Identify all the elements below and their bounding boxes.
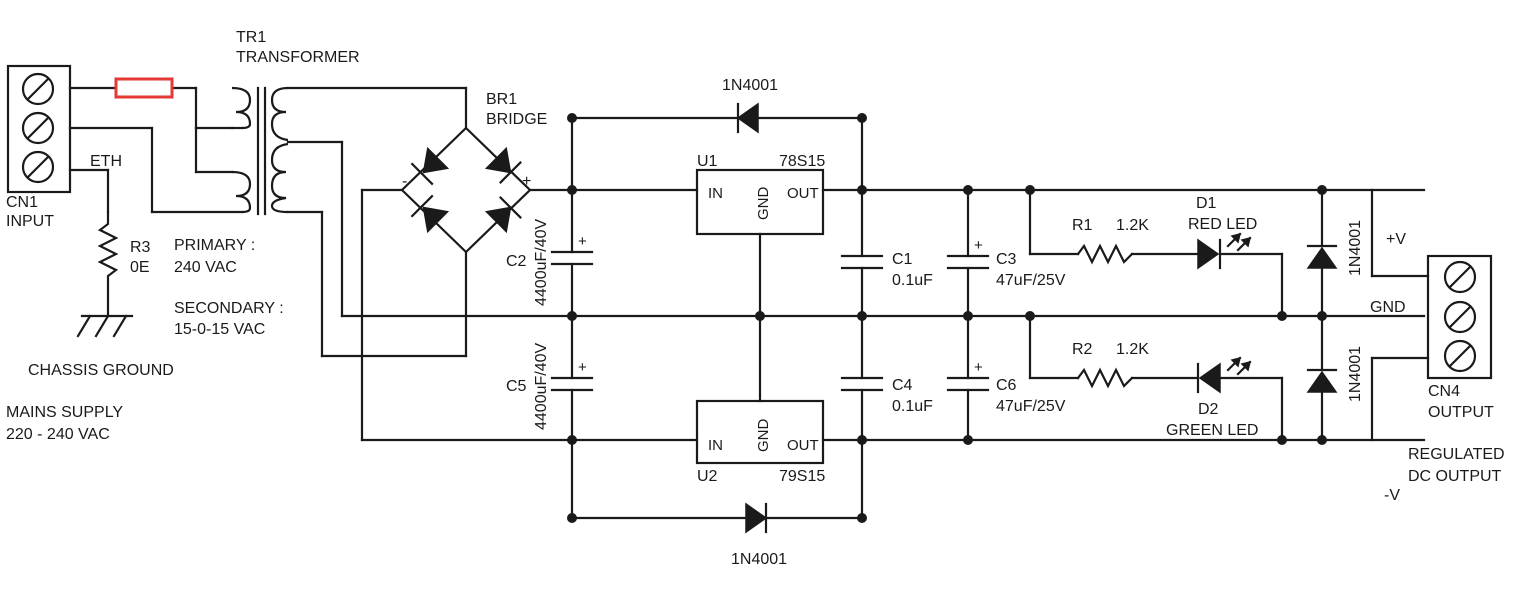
c5-label: C5 [506, 378, 527, 395]
c2-label: C2 [506, 253, 527, 270]
primary-value: 240 VAC [174, 259, 237, 276]
u2-part: 79S15 [779, 468, 825, 485]
capacitor-c6 [946, 314, 990, 442]
c3-plus: + [974, 237, 983, 254]
secondary-label: SECONDARY : [174, 300, 284, 317]
cn1-label: CN1 [6, 194, 38, 211]
output-wires [1370, 188, 1430, 442]
c6-plus: + [974, 359, 983, 376]
output-diode-bottom-label: 1N4001 [1347, 346, 1364, 402]
u1-part: 78S15 [779, 153, 825, 170]
eth-label: ETH [90, 153, 122, 170]
chassis-ground-symbol [76, 314, 134, 338]
u2-label: U2 [697, 468, 718, 485]
secondary-wires [286, 86, 1426, 358]
u1-pin-out: OUT [787, 185, 819, 202]
d1-label: D1 [1196, 195, 1217, 212]
r3-value: 0E [130, 259, 150, 276]
r1-value: 1.2K [1116, 217, 1149, 234]
diode-bottom-label: 1N4001 [731, 551, 787, 568]
capacitor-c1 [840, 188, 884, 318]
rail-wires [360, 188, 1426, 442]
bridge-rectifier-br1 [400, 126, 532, 254]
output-diode-top [1306, 188, 1338, 318]
c1-value: 0.1uF [892, 272, 933, 289]
r2-d2-branch [1028, 314, 1284, 442]
r3-resistor [97, 210, 119, 318]
plus-v-label: +V [1386, 231, 1406, 248]
r1-d1-branch [1028, 188, 1284, 318]
c3-value: 47uF/25V [996, 272, 1066, 289]
c6-value: 47uF/25V [996, 398, 1066, 415]
br1-label: BR1 [486, 91, 517, 108]
capacitor-c5 [550, 314, 594, 442]
d2-desc: GREEN LED [1166, 422, 1258, 439]
c1-label: C1 [892, 251, 913, 268]
cn1-input-label: INPUT [6, 213, 54, 230]
secondary-value: 15-0-15 VAC [174, 321, 265, 338]
output-diode-top-label: 1N4001 [1347, 220, 1364, 276]
diode-top-label: 1N4001 [722, 77, 778, 94]
transformer-label: TRANSFORMER [236, 49, 360, 66]
minus-v-label: -V [1384, 487, 1400, 504]
bridge-plus: + [522, 173, 531, 190]
u1-pin-gnd: GND [755, 187, 772, 221]
r3-label: R3 [130, 239, 151, 256]
output-diode-bottom [1306, 314, 1338, 442]
c3-label: C3 [996, 251, 1017, 268]
r1-label: R1 [1072, 217, 1093, 234]
dc-output-label: DC OUTPUT [1408, 468, 1502, 485]
cn4-terminal-block [1426, 254, 1493, 380]
d1-desc: RED LED [1188, 216, 1257, 233]
primary-label: PRIMARY : [174, 237, 255, 254]
cn1-terminal-block [6, 64, 72, 194]
c5-plus: + [578, 359, 587, 376]
capacitor-c2 [550, 188, 594, 318]
u1-label: U1 [697, 153, 718, 170]
bridge-minus: - [402, 173, 407, 190]
c6-label: C6 [996, 377, 1017, 394]
capacitor-c3 [946, 188, 990, 318]
mains-supply-label: MAINS SUPPLY [6, 404, 123, 421]
c5-value: 4400uF/40V [533, 342, 550, 430]
c4-value: 0.1uF [892, 398, 933, 415]
u2-pin-gnd: GND [755, 419, 772, 453]
capacitor-c4 [840, 314, 884, 442]
transformer-tr1 [230, 86, 289, 216]
tr1-label: TR1 [236, 29, 266, 46]
junction-dots [567, 113, 1327, 523]
regulated-label: REGULATED [1408, 446, 1505, 463]
d2-label: D2 [1198, 401, 1219, 418]
c4-label: C4 [892, 377, 913, 394]
chassis-ground-label: CHASSIS GROUND [28, 362, 174, 379]
gnd-label: GND [1370, 299, 1406, 316]
fuse [114, 77, 174, 99]
r2-value: 1.2K [1116, 341, 1149, 358]
cn4-output-label: OUTPUT [1428, 404, 1494, 421]
c2-plus: + [578, 233, 587, 250]
diode-top-1n4001 [570, 102, 864, 192]
cn4-label: CN4 [1428, 383, 1460, 400]
u2-pin-out: OUT [787, 437, 819, 454]
r2-label: R2 [1072, 341, 1093, 358]
u2-pin-in: IN [708, 437, 723, 454]
diode-bottom-1n4001 [570, 438, 864, 534]
c2-value: 4400uF/40V [533, 218, 550, 306]
mains-wires [68, 86, 244, 214]
bridge-label: BRIDGE [486, 111, 547, 128]
u1-pin-in: IN [708, 185, 723, 202]
mains-supply-value: 220 - 240 VAC [6, 426, 110, 443]
